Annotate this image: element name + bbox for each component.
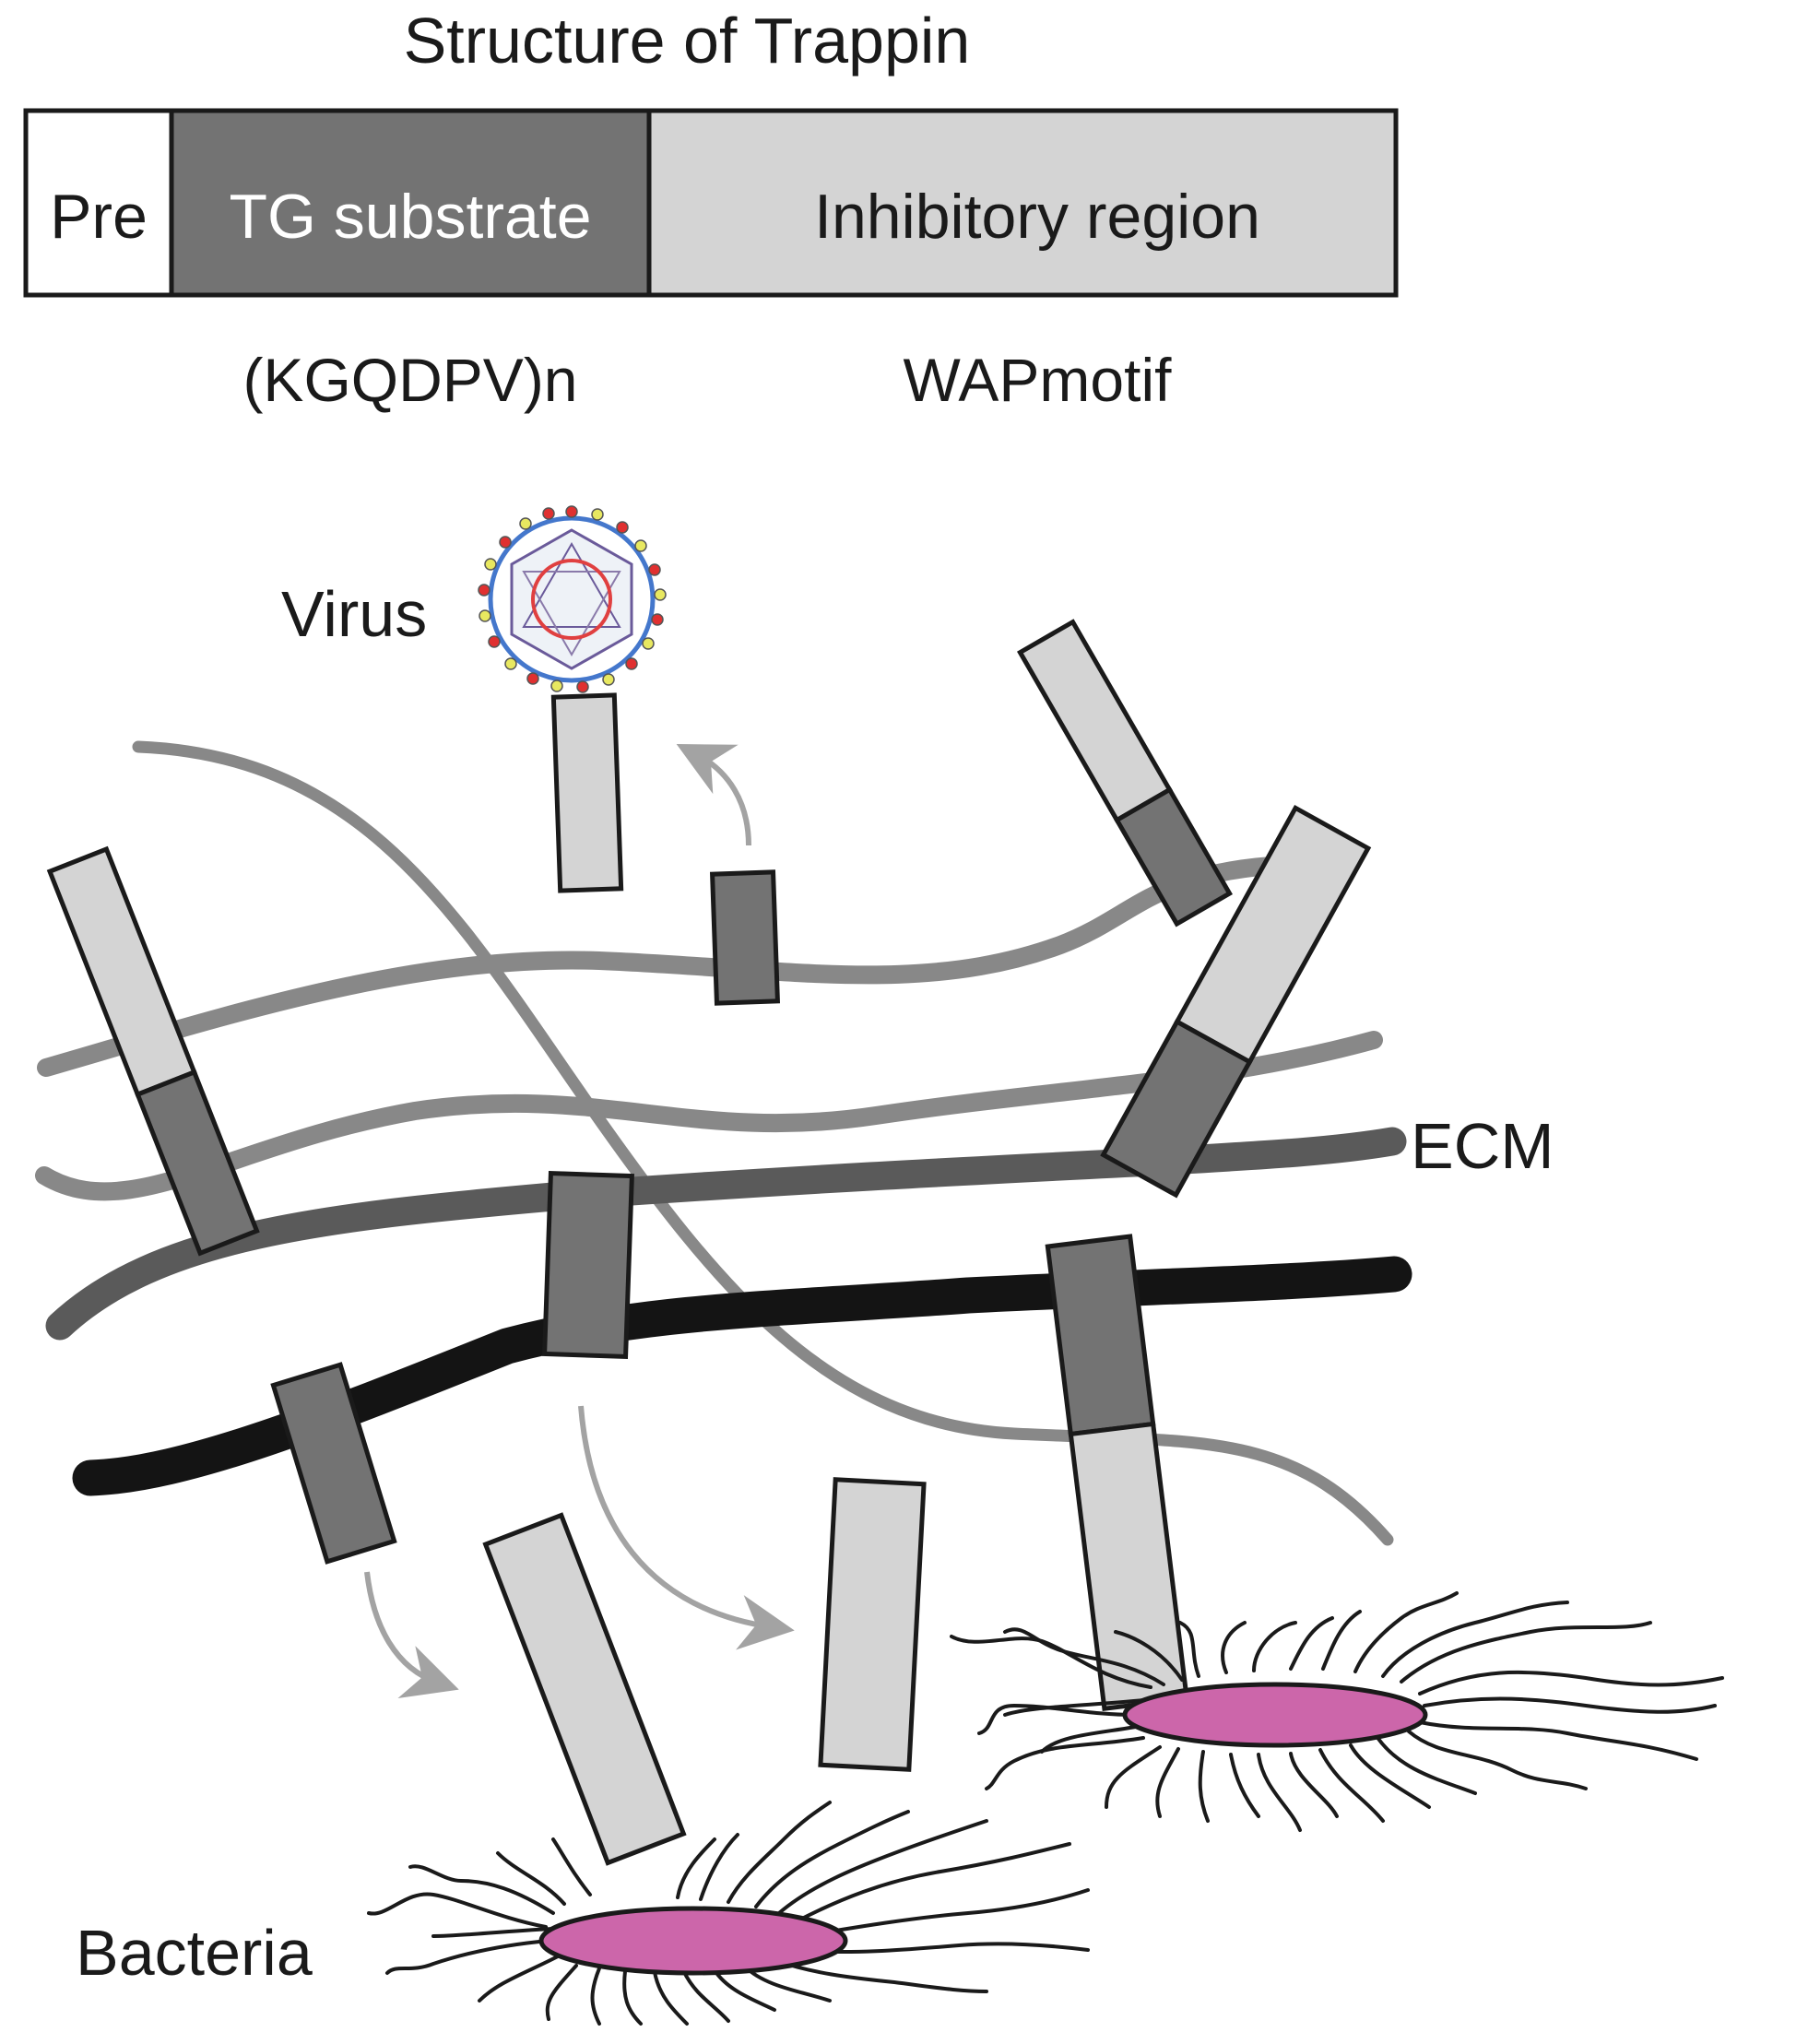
trappin-virus-bound-inhibitory <box>550 692 624 893</box>
trappin-center-tg <box>542 1170 634 1360</box>
domain-pre <box>23 108 174 298</box>
trappin-lower-left-tg <box>270 1362 397 1565</box>
bacteria-left-flagella <box>367 1801 1090 2026</box>
bacteria-right <box>950 1591 1724 1832</box>
domain-tg-label: TG substrate <box>229 182 591 252</box>
trappin-tg-fragment <box>709 869 781 1006</box>
bacteria-right-flagella <box>950 1591 1724 1832</box>
virus-genome <box>531 559 612 640</box>
virus-capsid <box>510 528 633 670</box>
ecm-label: ECM <box>1411 1110 1554 1182</box>
ecm-fiber-4 <box>72 1256 1412 1496</box>
trappin-left-tg <box>135 1069 260 1257</box>
tg-repeat-label: (KGQDPV)n <box>242 346 577 414</box>
trappin-molecules <box>46 619 1372 1772</box>
bacteria-label: Bacteria <box>76 1917 313 1989</box>
trappin-right-inhibitory <box>1174 805 1372 1066</box>
trappin-free-inhibitory-block <box>818 1477 927 1772</box>
virus-spikes <box>478 505 667 693</box>
trappin-tg-fragment-block <box>709 869 781 1006</box>
trappin-free-inhibitory <box>818 1477 927 1772</box>
arrow-to-free-inhibitor <box>578 1405 795 1650</box>
domain-inhibitory-region <box>646 108 1399 298</box>
domain-bar: Pre TG substrate Inhibitory region <box>23 108 1399 298</box>
domain-tg-substrate <box>169 108 652 298</box>
trappin-upper-right-tg <box>1114 786 1233 927</box>
arrow-to-bacteria <box>364 1571 459 1699</box>
domain-pre-label: Pre <box>50 182 148 252</box>
virus-label: Virus <box>281 578 427 650</box>
trappin-bacteria-right-bound <box>1045 1234 1190 1712</box>
trappin-center-tg-block <box>542 1170 634 1360</box>
virus-particle <box>478 505 667 693</box>
virus-capsid-inner <box>522 542 621 628</box>
trappin-left-crosslinked <box>46 845 260 1257</box>
diagram-title: Structure of Trappin <box>404 5 971 77</box>
trappin-right-tg <box>1100 1018 1253 1199</box>
trappin-upper-right <box>1017 619 1233 927</box>
arrow-to-virus <box>676 744 751 846</box>
bacteria-left-body <box>538 1906 848 1976</box>
trappin-lower-left-tg-block <box>270 1362 397 1565</box>
trappin-bacteria-right-tg <box>1045 1234 1156 1437</box>
domain-inhibitory-label: Inhibitory region <box>814 182 1260 252</box>
wap-motif-label: WAPmotif <box>904 346 1173 414</box>
trappin-bacteria-left-bound <box>482 1512 687 1866</box>
trappin-bacteria-left-inhibitory <box>482 1512 687 1866</box>
trappin-upper-right-inhibitory <box>1017 619 1173 823</box>
trappin-right-crosslinked <box>1100 805 1372 1199</box>
release-arrows <box>364 744 795 1699</box>
bacteria-right-body <box>1122 1682 1428 1748</box>
virus-capsid-inner-2 <box>522 571 621 656</box>
bacteria-left <box>367 1801 1090 2026</box>
ecm-fiber-1 <box>37 856 1295 1077</box>
trappin-virus-bound <box>550 692 624 893</box>
